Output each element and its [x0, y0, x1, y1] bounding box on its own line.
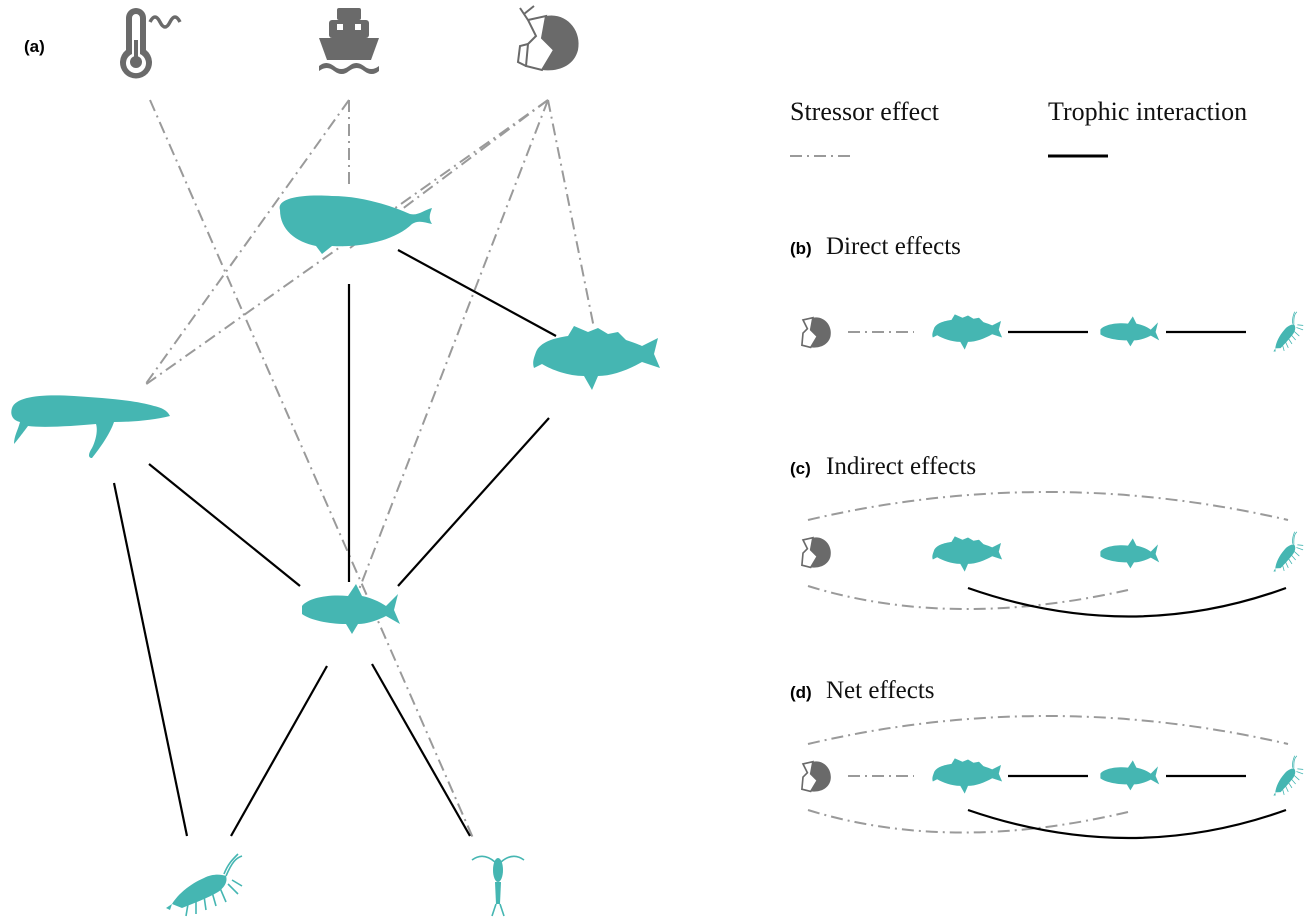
legend: Stressor effect Trophic interaction [790, 97, 1247, 158]
panel-d: (d) Net effects [790, 677, 1309, 840]
copepod-icon [471, 855, 525, 917]
capelin-icon [302, 584, 400, 634]
stressor-line [807, 491, 1289, 521]
stressor-line [149, 99, 474, 839]
trophic-line [967, 808, 1287, 840]
panel-d-tag: (d) [790, 683, 812, 702]
fishing-net-icon [800, 535, 833, 570]
stressor-line [807, 585, 1129, 611]
stressor-line [354, 99, 549, 601]
panel-b-title: Direct effects [826, 233, 961, 260]
trophic-line [112, 482, 189, 837]
trophic-interaction-lines [112, 249, 557, 837]
krill-icon [1261, 754, 1309, 800]
capelin-icon [1100, 760, 1160, 791]
legend-stressor-label: Stressor effect [790, 97, 940, 126]
cod-icon [533, 326, 660, 390]
panel-c-title: Indirect effects [826, 453, 976, 480]
cod-icon [932, 314, 1003, 350]
capelin-icon [1100, 316, 1160, 347]
panel-b: (b) Direct effects [790, 233, 1309, 356]
cod-icon [932, 758, 1003, 794]
stressor-effect-lines [144, 99, 595, 839]
capelin-icon [1100, 538, 1160, 569]
stressor-line [807, 809, 1129, 834]
trophic-line [230, 665, 328, 837]
trophic-line [967, 586, 1287, 618]
trophic-line [371, 663, 471, 837]
panel-c: (c) Indirect effects [790, 453, 1309, 618]
stressor-line [547, 99, 595, 329]
fishing-net-icon [800, 315, 833, 350]
krill-icon [1261, 310, 1309, 356]
fishing-net-icon [800, 759, 833, 794]
fishing-net-icon [517, 5, 580, 72]
humpback-whale-icon [11, 395, 170, 458]
krill-icon [1261, 530, 1309, 576]
stressor-line [807, 715, 1289, 745]
panel-a-tag: (a) [24, 37, 45, 56]
panel-d-title: Net effects [826, 677, 935, 704]
stressor-line [349, 99, 549, 249]
trophic-line [148, 463, 301, 587]
legend-trophic-label: Trophic interaction [1048, 97, 1247, 126]
stressor-line [144, 99, 350, 386]
trophic-line [397, 249, 557, 337]
ship-icon [319, 8, 379, 74]
cod-icon [932, 536, 1003, 572]
krill-icon [165, 853, 243, 917]
thermometer-icon [118, 6, 182, 81]
panel-c-tag: (c) [790, 459, 811, 478]
trophic-line [397, 417, 550, 587]
panel-b-tag: (b) [790, 239, 812, 258]
